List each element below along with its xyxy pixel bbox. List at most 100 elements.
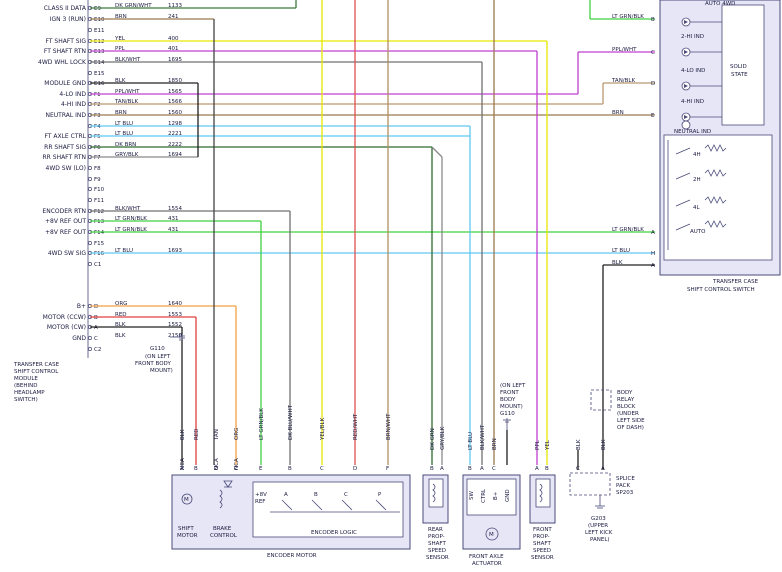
switch-wire-label: LT GRN/BLK: [612, 227, 644, 233]
encoder-pin-label: B: [288, 466, 292, 472]
sensor-wire-label: BLK: [601, 439, 607, 450]
module-wire-color: BLK: [115, 322, 126, 328]
encoder-pin-label: C: [234, 466, 238, 472]
sensor-pin-label: B: [545, 466, 549, 472]
led-glyph: [684, 20, 688, 24]
4hi-ind-label: 4-HI IND: [681, 99, 704, 105]
ref-8v-1: +8V: [255, 492, 267, 498]
rear-sensor-4: SPEED: [428, 548, 446, 554]
module-row-label: MOTOR (CCW): [43, 314, 86, 321]
resistor-icon: [704, 196, 727, 204]
module-pin-label: F2: [94, 102, 101, 108]
brake-diode-symbol: [223, 480, 233, 488]
encoder-switch: [375, 499, 387, 511]
resistor-icon: [704, 169, 727, 177]
module-pin-label: F14: [94, 230, 105, 236]
sensor-pin-label: A: [480, 466, 484, 472]
sensor-pin-label: A: [601, 466, 605, 472]
module-pin-label: E15: [94, 71, 105, 77]
module-wire-circuit: 1553: [168, 312, 182, 318]
rear-sensor-2: PROP-: [428, 534, 445, 540]
2hi-ind-label: 2-HI IND: [681, 34, 704, 40]
shift-motor-symbol: [181, 493, 193, 505]
module-wire-circuit: 1693: [168, 248, 182, 254]
module-row-label: IGN 3 (RUN): [50, 16, 86, 23]
ground-g203: [595, 495, 605, 509]
module-wire-circuit: 2150: [168, 333, 182, 339]
axle-bplus: B+: [493, 491, 499, 500]
module-wire-circuit: 2222: [168, 142, 182, 148]
relay-3: BLOCK: [617, 404, 636, 410]
svg-text:STATE: STATE: [731, 72, 748, 78]
g110r-1: (ON LEFT: [500, 383, 526, 389]
ground-g110: [170, 333, 185, 341]
module-pin-dot: [88, 177, 92, 181]
module-row-label: 4WD SW SIG: [48, 250, 87, 257]
module-row-label: FT AXLE CTRL: [44, 133, 86, 140]
module-pin-label: C: [94, 336, 98, 342]
module-wire-circuit: 401: [168, 46, 179, 52]
module-row-label: MODULE GND: [44, 80, 86, 87]
switch-wire-label: PPL/WHT: [612, 47, 637, 53]
resistor-icon: [704, 144, 727, 152]
module-pin-label: C2: [94, 347, 101, 353]
module-pin-dot: [88, 347, 92, 351]
module-wire-circuit: 400: [168, 36, 179, 42]
module-row-label: +8V REF OUT: [45, 229, 86, 236]
module-pin-label: F4: [94, 124, 101, 130]
module-pin-dot: [88, 262, 92, 266]
module-wire-circuit: 431: [168, 216, 179, 222]
g110r-5: G110: [500, 411, 515, 417]
switch-contact: [675, 172, 691, 180]
connector-wire: [431, 146, 443, 158]
switch-positions: [667, 140, 727, 250]
neutral-ind-label: NEUTRAL IND: [674, 129, 711, 135]
module-wire-color: BLK/WHT: [115, 206, 141, 212]
module-pin-dot: [88, 71, 92, 75]
sensor-wire-label: PPL: [535, 439, 541, 450]
module-row-label: GND: [72, 335, 86, 342]
sensor-wire-label: GRY/BLK: [440, 426, 446, 450]
module-pin-label: F7: [94, 155, 101, 161]
module-row-label: RR SHAFT SIG: [44, 144, 86, 151]
motor-m-glyph: M: [184, 497, 189, 503]
encoder-pin-label: C: [320, 466, 324, 472]
sensor-pin-label: C: [492, 466, 496, 472]
module-wire-color: LT GRN/BLK: [115, 216, 147, 222]
front-sensor-3: SHAFT: [533, 541, 551, 547]
module-pin-label: F3: [94, 113, 101, 119]
module-pin-label: F8: [94, 166, 101, 172]
module-pin-label: E16: [94, 81, 105, 87]
shift-control-switch: SOLID STATE: [659, 0, 781, 276]
front-axle-actuator: [462, 474, 521, 550]
brake-control-1: BRAKE: [213, 526, 232, 532]
g203-4: PANEL): [590, 537, 610, 543]
relay-4: (UNDER: [617, 411, 639, 417]
encoder-nca-label: NCA: [234, 458, 240, 470]
sensor-wire-label: BLK/WHT: [480, 424, 486, 450]
switch-pin-label: B: [651, 17, 655, 23]
sensor-wire-label: YEL: [545, 439, 551, 451]
module-wire-circuit: 1554: [168, 206, 182, 212]
module-wire-color: GRY/BLK: [115, 152, 139, 158]
switch-pin-label: A: [651, 230, 655, 236]
switch-wire-label: LT GRN/BLK: [612, 14, 644, 20]
sensor-pin-label: A: [440, 466, 444, 472]
module-wire-color: PPL/WHT: [115, 89, 140, 95]
ref-8v-2: REF: [255, 499, 265, 505]
module-title-3: MODULE: [14, 376, 38, 382]
relay-2: RELAY: [617, 397, 635, 403]
module-pin-label: E10: [94, 17, 105, 23]
module-wire-circuit: 1566: [168, 99, 182, 105]
g110-desc-2: FRONT BODY: [135, 361, 171, 367]
sensor-wire-label: BRN: [492, 438, 498, 450]
splice-2: PACK: [616, 483, 630, 489]
pos-4h: 4H: [693, 152, 701, 158]
shift-motor-2: MOTOR: [177, 533, 198, 539]
switch-title-2: SHIFT CONTROL SWITCH: [687, 287, 755, 293]
module-wire-color: DK BRN: [115, 142, 136, 148]
splice-1: SPLICE: [616, 476, 635, 482]
module-wire-color: DK GRN/WHT: [115, 3, 152, 9]
module-wire-color: LT BLU: [115, 121, 133, 127]
module-wire-circuit: 1565: [168, 89, 182, 95]
